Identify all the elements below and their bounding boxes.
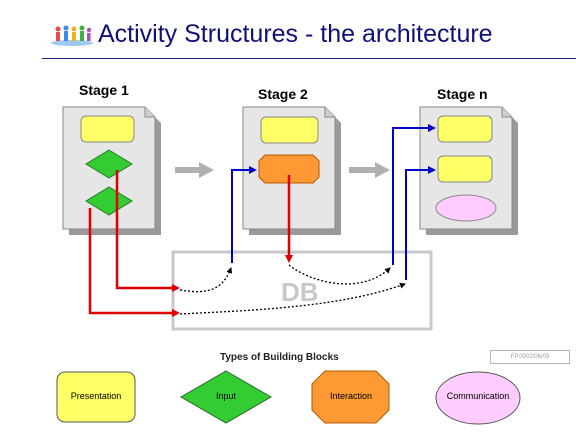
slide-title: Activity Structures - the architecture (98, 20, 493, 48)
legend-input-shape (180, 370, 272, 424)
legend-communication-label: Communication (446, 391, 510, 401)
input-block (85, 186, 133, 216)
stage-1-label: Stage 1 (79, 82, 129, 98)
presentation-block (260, 116, 319, 144)
input-to-db-red-arrow (115, 170, 180, 292)
communication-block (435, 194, 497, 222)
presentation-block (437, 155, 493, 183)
input-block (85, 149, 133, 179)
legend-input-label: Input (215, 391, 237, 401)
stage-progress-arrow (349, 162, 390, 178)
db-flow-dotted-arrow (179, 267, 233, 293)
db-flow-dotted-arrow (179, 282, 406, 315)
db-to-presentation-blue-arrow (392, 124, 436, 265)
legend-presentation-label: Presentation (70, 391, 122, 401)
stage-2-label: Stage 2 (258, 86, 308, 102)
input-to-db-red-arrow (88, 208, 180, 317)
legend-interaction-shape (311, 370, 390, 424)
db-to-presentation-blue-arrow (405, 166, 436, 280)
stage-progress-arrow (175, 162, 214, 178)
presentation-block (80, 115, 135, 143)
legend-communication-shape (435, 371, 521, 425)
legend-presentation-shape (56, 371, 136, 423)
interaction-block (258, 154, 320, 184)
legend-title: Types of Building Blocks (220, 352, 339, 363)
title-divider (42, 58, 576, 59)
people-group-logo-icon (51, 25, 93, 46)
presentation-block (437, 115, 493, 143)
legend-interaction-label: Interaction (329, 391, 373, 401)
db-to-interaction-blue-arrow (231, 166, 257, 263)
slide-reference: FP.0002/06/05 (490, 350, 570, 364)
db-flow-dotted-arrow (288, 264, 391, 285)
stage-n-label: Stage n (437, 86, 488, 102)
database-label: DB (281, 277, 319, 307)
